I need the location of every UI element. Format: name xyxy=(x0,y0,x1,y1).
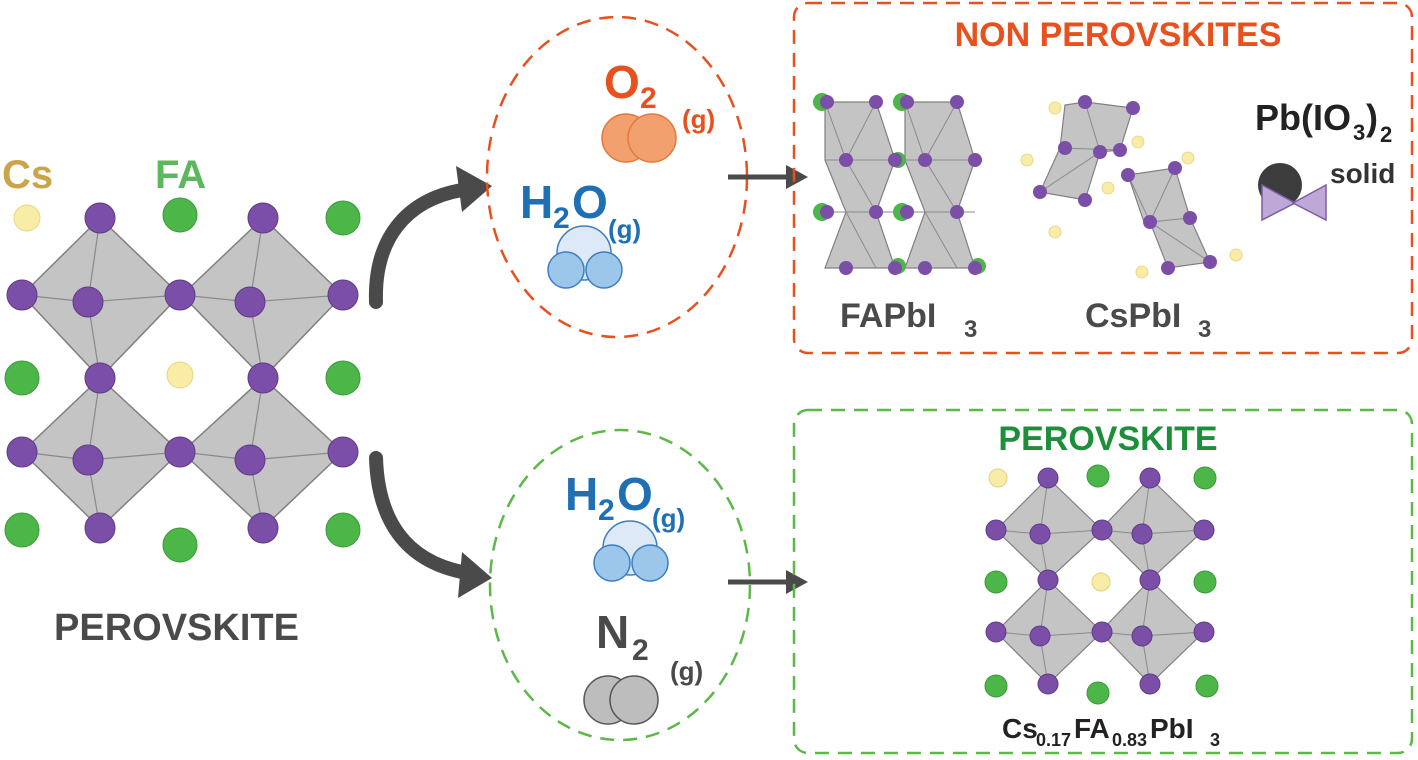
h2o-bottom-phase: (g) xyxy=(652,503,685,533)
pbio3-subscript-2: 2 xyxy=(1380,122,1392,147)
o2-gas-label: O 2 (g) xyxy=(604,56,715,134)
pbio3-solid-group: Pb(IO 3 ) 2 solid xyxy=(1255,97,1395,222)
h2o-top-phase: (g) xyxy=(608,214,641,244)
fapbi3-main: FAPbI xyxy=(840,297,936,335)
perovskite-result-title: PEROVSKITE xyxy=(998,420,1217,458)
pbio3-subscript-1: 3 xyxy=(1353,120,1365,145)
o2-subscript: 2 xyxy=(640,82,657,115)
formula-sub-pbi: 3 xyxy=(1210,730,1220,750)
non-perovskite-box: NON PEROVSKITES xyxy=(792,1,1414,355)
formula-sub-fa: 0.83 xyxy=(1112,730,1147,750)
cspbi3-chain-2 xyxy=(1127,167,1211,269)
h2o-gas-label-top: H 2 O (g) xyxy=(520,176,641,244)
small-fa-cations xyxy=(984,464,1219,705)
formula-fa: FA xyxy=(1074,713,1110,744)
cspbi3-subscript: 3 xyxy=(1198,316,1211,343)
fa-cations xyxy=(4,197,361,563)
fapbi3-iodide-anions xyxy=(820,95,982,275)
h2o-bottom-h: H xyxy=(565,468,598,520)
cspbi3-structure: CsPbI 3 xyxy=(1020,95,1243,343)
left-perovskite-structure: Cs FA PEROVSKITE xyxy=(2,153,361,649)
curved-arrow-up xyxy=(368,166,492,309)
pbio3-formula: Pb(IO 3 ) 2 xyxy=(1255,97,1392,147)
pbio3-molecule-icon xyxy=(1258,163,1327,222)
h2o-bottom-subscript: 2 xyxy=(598,494,615,527)
small-cs-cations xyxy=(988,468,1111,592)
cspbi3-iodide-anions xyxy=(1033,95,1217,275)
legend-fa-label: FA xyxy=(155,153,206,197)
h2o-molecule-icon-bottom xyxy=(593,520,669,582)
fapbi3-chain-1 xyxy=(824,101,896,269)
h2o-gas-label-bottom: H 2 O (g) xyxy=(565,468,685,533)
perovskite-formula-label: Cs 0.17 FA 0.83 PbI 3 xyxy=(1002,713,1220,750)
o2-molecule-icon xyxy=(601,113,677,163)
o2-phase: (g) xyxy=(682,104,715,134)
perovskite-result-box: PEROVSKITE xyxy=(792,408,1414,755)
formula-sub-cs: 0.17 xyxy=(1036,730,1071,750)
legend-cs-label: Cs xyxy=(2,153,53,197)
iodide-anions xyxy=(6,202,359,544)
straight-arrow-bottom xyxy=(728,570,808,594)
cspbi3-cs-cations xyxy=(1020,101,1243,279)
fapbi3-chain-2 xyxy=(904,101,976,269)
fapbi3-label: FAPbI 3 xyxy=(840,297,977,343)
h2o-molecule-icon-top xyxy=(547,225,623,289)
small-iodide-anions xyxy=(985,467,1215,695)
pbio3-part-a: Pb(IO xyxy=(1255,97,1351,138)
formula-cs: Cs xyxy=(1002,713,1038,744)
non-perovskite-title: NON PEROVSKITES xyxy=(955,16,1282,54)
n2-symbol: N xyxy=(596,606,629,658)
straight-arrow-top xyxy=(728,165,808,189)
cs-cations xyxy=(13,204,194,389)
h2o-top-o: O xyxy=(572,176,608,228)
fapbi3-structure: FAPbI 3 xyxy=(813,93,986,343)
n2-molecule-icon xyxy=(583,675,659,725)
left-structure-caption: PEROVSKITE xyxy=(54,607,299,649)
pbio3-part-b: ) xyxy=(1366,97,1378,138)
small-perovskite-structure xyxy=(984,464,1219,705)
o2-symbol: O xyxy=(604,56,640,108)
n2-gas-label: N 2 (g) xyxy=(596,606,703,686)
n2-phase: (g) xyxy=(670,656,703,686)
n2-subscript: 2 xyxy=(632,634,649,667)
h2o-top-h: H xyxy=(520,176,553,228)
cspbi3-label: CsPbI 3 xyxy=(1085,297,1211,343)
pbio3-state-label: solid xyxy=(1330,158,1395,189)
fapbi3-subscript: 3 xyxy=(964,316,977,343)
curved-arrow-down xyxy=(369,451,492,598)
h2o-top-subscript: 2 xyxy=(553,202,570,235)
bottom-gas-ellipse xyxy=(488,428,752,742)
h2o-bottom-o: O xyxy=(617,468,653,520)
cspbi3-main: CsPbI xyxy=(1085,297,1181,335)
formula-pbi: PbI xyxy=(1150,713,1194,744)
